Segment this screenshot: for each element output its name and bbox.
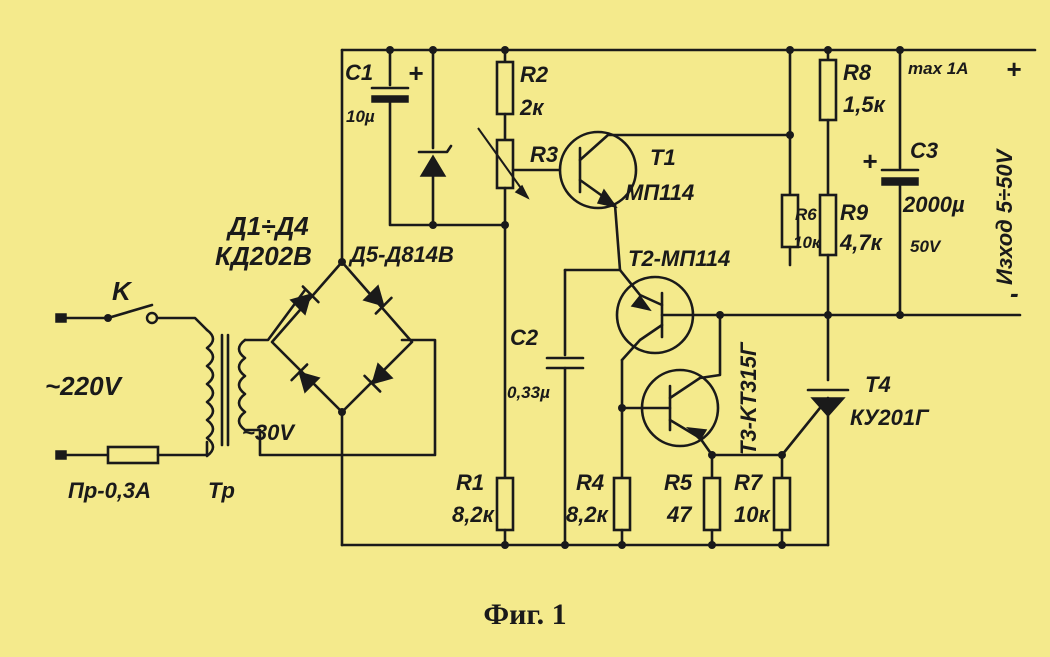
c1-value-label: 10µ (346, 107, 375, 126)
r5-resistor (702, 451, 722, 547)
thyristor-t4 (778, 388, 850, 547)
r6-ref-label: R6 (795, 205, 817, 224)
t4-type-label: КУ201Г (850, 405, 930, 430)
c3-value-label: 2000µ (902, 192, 965, 217)
transistor-t2 (563, 268, 722, 362)
c2-ref-label: C2 (510, 325, 539, 350)
zener-label: Д5-Д814В (348, 242, 454, 267)
output-label: Изход 5÷50V (992, 147, 1017, 285)
fuse-label: Пр-0,3А (68, 478, 151, 503)
c1-ref-label: C1 (345, 60, 373, 85)
transistor-t3 (618, 313, 722, 480)
diodes-ref-label: Д1÷Д4 (226, 211, 309, 241)
secondary-voltage-label: ~30V (242, 420, 296, 445)
c1-polarity-label: + (408, 58, 423, 88)
max-current-label: max 1A (908, 59, 968, 78)
c3-capacitor (880, 48, 920, 317)
output-plus-label: + (1006, 54, 1021, 84)
t1-type-label: МП114 (625, 180, 694, 205)
r7-ref-label: R7 (734, 470, 764, 495)
r1-resistor (495, 476, 515, 547)
r8-ref-label: R8 (843, 60, 872, 85)
t1-ref-label: T1 (650, 145, 676, 170)
c3-ref-label: C3 (910, 138, 938, 163)
r1-ref-label: R1 (456, 470, 484, 495)
zener-diode (417, 48, 453, 229)
t2-label: T2-МП114 (628, 246, 730, 271)
t4-ref-label: T4 (865, 372, 891, 397)
r4-value-label: 8,2к (566, 502, 610, 527)
r6-value-label: 10к (793, 233, 822, 252)
labels: K ~220V Пр-0,3А Tp ~30V Д1÷Д4 КД202В Д5-… (45, 54, 1021, 527)
r5-value-label: 47 (666, 502, 693, 527)
r3-ref-label: R3 (530, 142, 558, 167)
t3-label: T3-KT315Г (736, 341, 761, 455)
r4-resistor (612, 476, 632, 547)
r4-ref-label: R4 (576, 470, 604, 495)
r2-ref-label: R2 (520, 62, 549, 87)
diodes-type-label: КД202В (215, 241, 312, 271)
diode-bridge (270, 48, 414, 547)
r7-value-label: 10к (734, 502, 771, 527)
transformer (205, 288, 437, 458)
r9-ref-label: R9 (840, 200, 869, 225)
r1-value-label: 8,2к (452, 502, 496, 527)
r2-value-label: 2к (519, 95, 545, 120)
r9-value-label: 4,7к (839, 230, 884, 255)
r5-ref-label: R5 (664, 470, 693, 495)
switch-label: K (112, 276, 133, 306)
r8-value-label: 1,5к (843, 92, 887, 117)
c2-capacitor (545, 268, 585, 547)
output-minus-label: - (1010, 278, 1019, 308)
c2-value-label: 0,33µ (507, 383, 550, 402)
c3-voltage-label: 50V (910, 237, 942, 256)
r3-potentiometer (477, 127, 577, 480)
r7-resistor (710, 453, 792, 547)
c3-polarity-label: + (862, 146, 877, 176)
r2-resistor (495, 48, 515, 142)
mains-input (55, 303, 209, 465)
transistor-t1 (558, 130, 792, 272)
r6-resistor (780, 48, 800, 267)
mains-voltage-label: ~220V (45, 371, 124, 401)
r9-resistor (818, 193, 838, 382)
figure-caption: Фиг. 1 (483, 598, 567, 631)
r8-resistor (818, 48, 838, 197)
transformer-label: Tp (208, 478, 235, 503)
fuse-body (106, 445, 160, 465)
c1-capacitor (370, 48, 507, 227)
